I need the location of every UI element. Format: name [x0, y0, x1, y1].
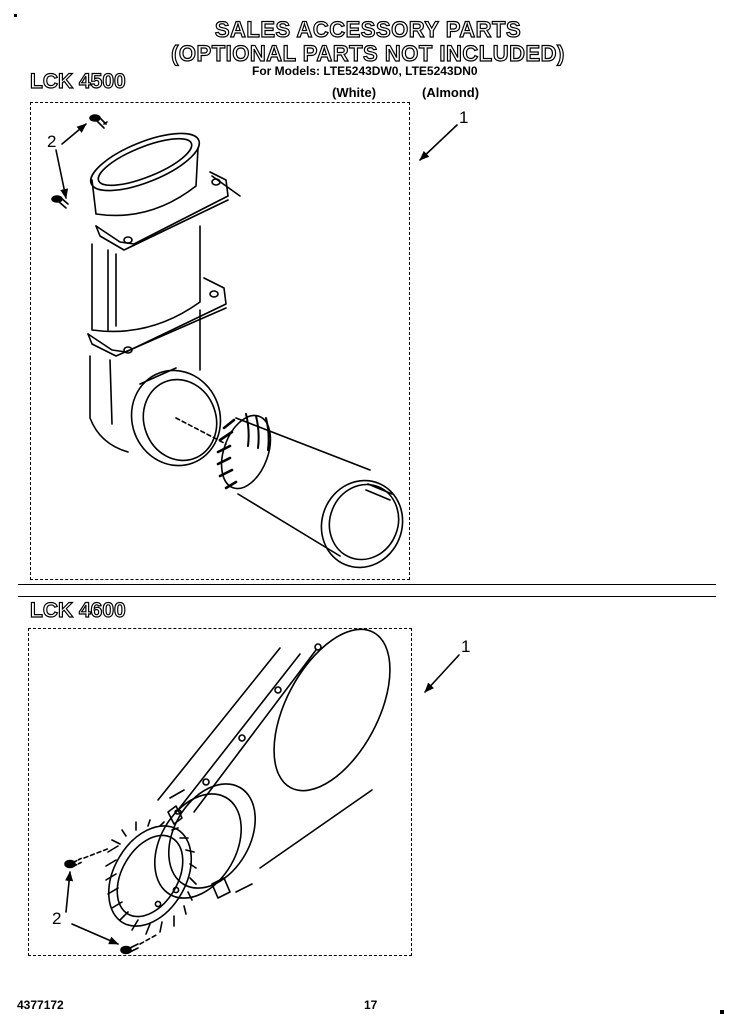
page-number: 17 [364, 998, 378, 1012]
kit-label-lck-4600: LCK 4600 [29, 598, 126, 622]
screw-icon [51, 195, 69, 209]
color-white-label: (White) [332, 85, 377, 100]
screw-icon [64, 847, 111, 869]
corner-mark [14, 14, 17, 17]
callout-arrows-2-lck-4600 [65, 871, 119, 945]
section-divider [18, 584, 716, 585]
callout-arrows-2-lck-4500 [55, 123, 87, 199]
kit-frame-lck-4500 [30, 102, 410, 580]
screw-icon [120, 933, 159, 955]
kit-frame-lck-4600 [28, 628, 412, 956]
callout-1-lck-4600: 1 [461, 637, 471, 656]
corner-mark [720, 1010, 724, 1014]
callout-2-lck-4600: 2 [52, 909, 62, 928]
page-title: SALES ACCESSORY PARTS [214, 17, 522, 42]
color-almond-label: (Almond) [422, 85, 480, 100]
doc-number: 4377172 [17, 998, 64, 1012]
section-divider [18, 596, 716, 597]
callout-2-lck-4500: 2 [47, 132, 57, 151]
vent-tube [105, 628, 391, 935]
connector-tube [216, 413, 404, 569]
callout-1-lck-4500: 1 [459, 108, 469, 127]
page-subtitle: (OPTIONAL PARTS NOT INCLUDED) [170, 41, 565, 66]
screw-icon [89, 114, 108, 129]
periscope-duct [87, 132, 241, 467]
callout-arrow-1-lck-4600 [424, 654, 460, 693]
kit-label-lck-4500: LCK 4500 [29, 69, 126, 93]
models-line: For Models: LTE5243DW0, LTE5243DN0 [252, 64, 478, 78]
callout-arrow-1-lck-4500 [419, 124, 458, 161]
